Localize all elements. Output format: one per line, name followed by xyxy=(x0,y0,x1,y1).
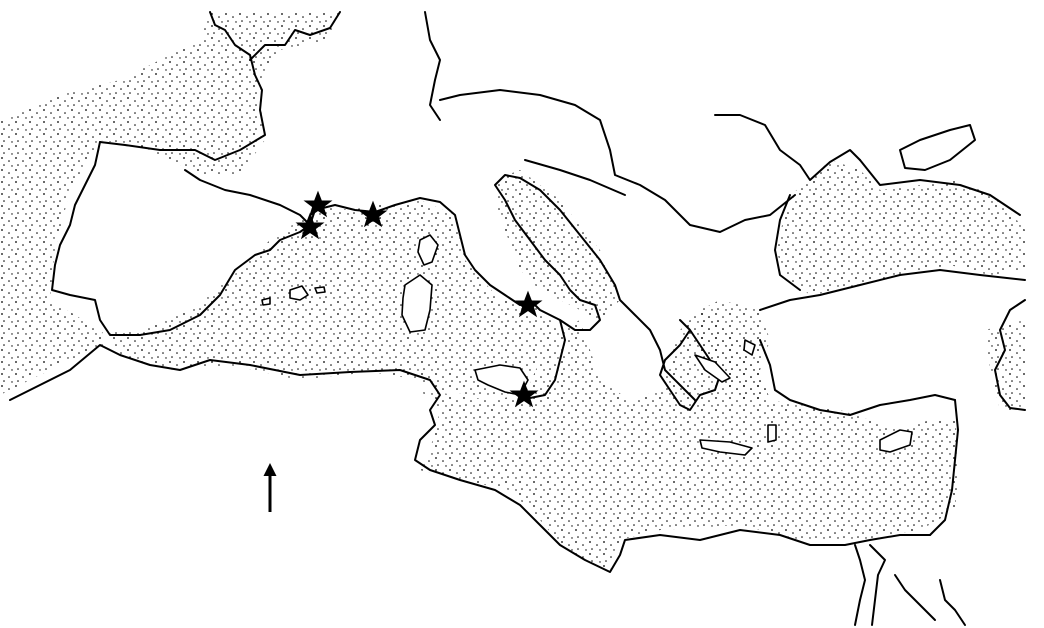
coast-italy xyxy=(494,174,601,331)
star-icon xyxy=(358,200,388,228)
islands xyxy=(261,234,913,456)
island-balearic-mallorca xyxy=(289,285,309,301)
star-icon xyxy=(295,212,325,240)
island-euboea xyxy=(694,354,731,383)
star-icon xyxy=(513,290,543,318)
island-corsica xyxy=(417,234,439,266)
coast-anatolia xyxy=(759,269,1026,311)
island-sardinia xyxy=(401,274,433,333)
north-arrow-icon xyxy=(263,463,277,512)
star-icon xyxy=(509,380,539,408)
coast-greece xyxy=(659,319,721,411)
coastlines xyxy=(9,11,1026,626)
island-balearic-minorca xyxy=(314,286,326,294)
markers xyxy=(295,190,543,408)
coast-levant xyxy=(929,399,959,536)
coast-northwest xyxy=(99,11,266,161)
coast-iberia xyxy=(51,141,311,336)
island-crete xyxy=(699,439,753,456)
sea-stipple xyxy=(0,12,1025,570)
island-cyprus xyxy=(879,429,913,453)
coast-north-africa xyxy=(9,344,931,573)
star-icon xyxy=(303,190,333,218)
coast-balkans xyxy=(519,177,696,401)
coast-gulf-of-lion xyxy=(309,197,531,306)
island-balearic-ibiza xyxy=(261,297,271,306)
